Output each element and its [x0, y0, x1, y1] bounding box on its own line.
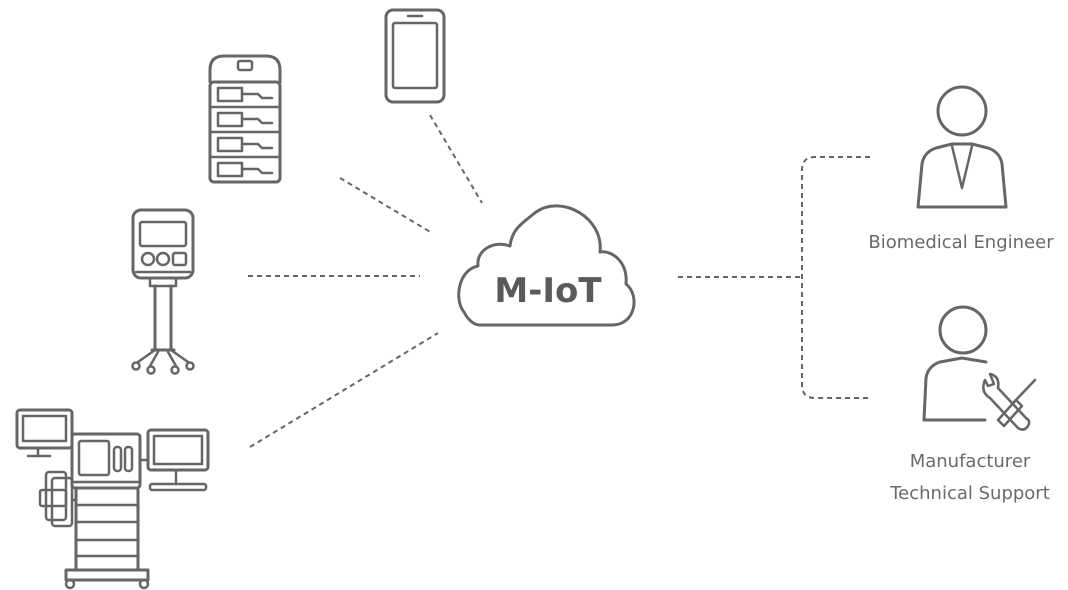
tablet-icon — [384, 8, 446, 104]
infusion-pump-icon — [208, 54, 282, 184]
bracket-roles — [801, 156, 870, 399]
technical-support-label-line1: Manufacturer — [910, 451, 1031, 472]
biomedical-engineer-label: Biomedical Engineer — [868, 232, 1054, 253]
cloud-icon: M-IoT — [457, 204, 636, 327]
engineer-person-icon — [916, 85, 1008, 209]
role-connectors — [678, 156, 870, 399]
connector-anesthesia — [249, 332, 439, 448]
ventilator-icon — [131, 208, 195, 375]
device-connectors — [248, 114, 483, 448]
technician-person-icon — [922, 305, 1037, 431]
connector-infusion-pump — [339, 177, 433, 234]
anesthesia-workstation-icon — [15, 408, 210, 590]
cloud-label: M-IoT — [494, 271, 602, 311]
wrench-icon — [982, 372, 1031, 431]
technical-support-label-line2: Technical Support — [889, 483, 1050, 504]
screwdriver-icon — [996, 378, 1037, 428]
connector-tablet — [429, 114, 483, 204]
